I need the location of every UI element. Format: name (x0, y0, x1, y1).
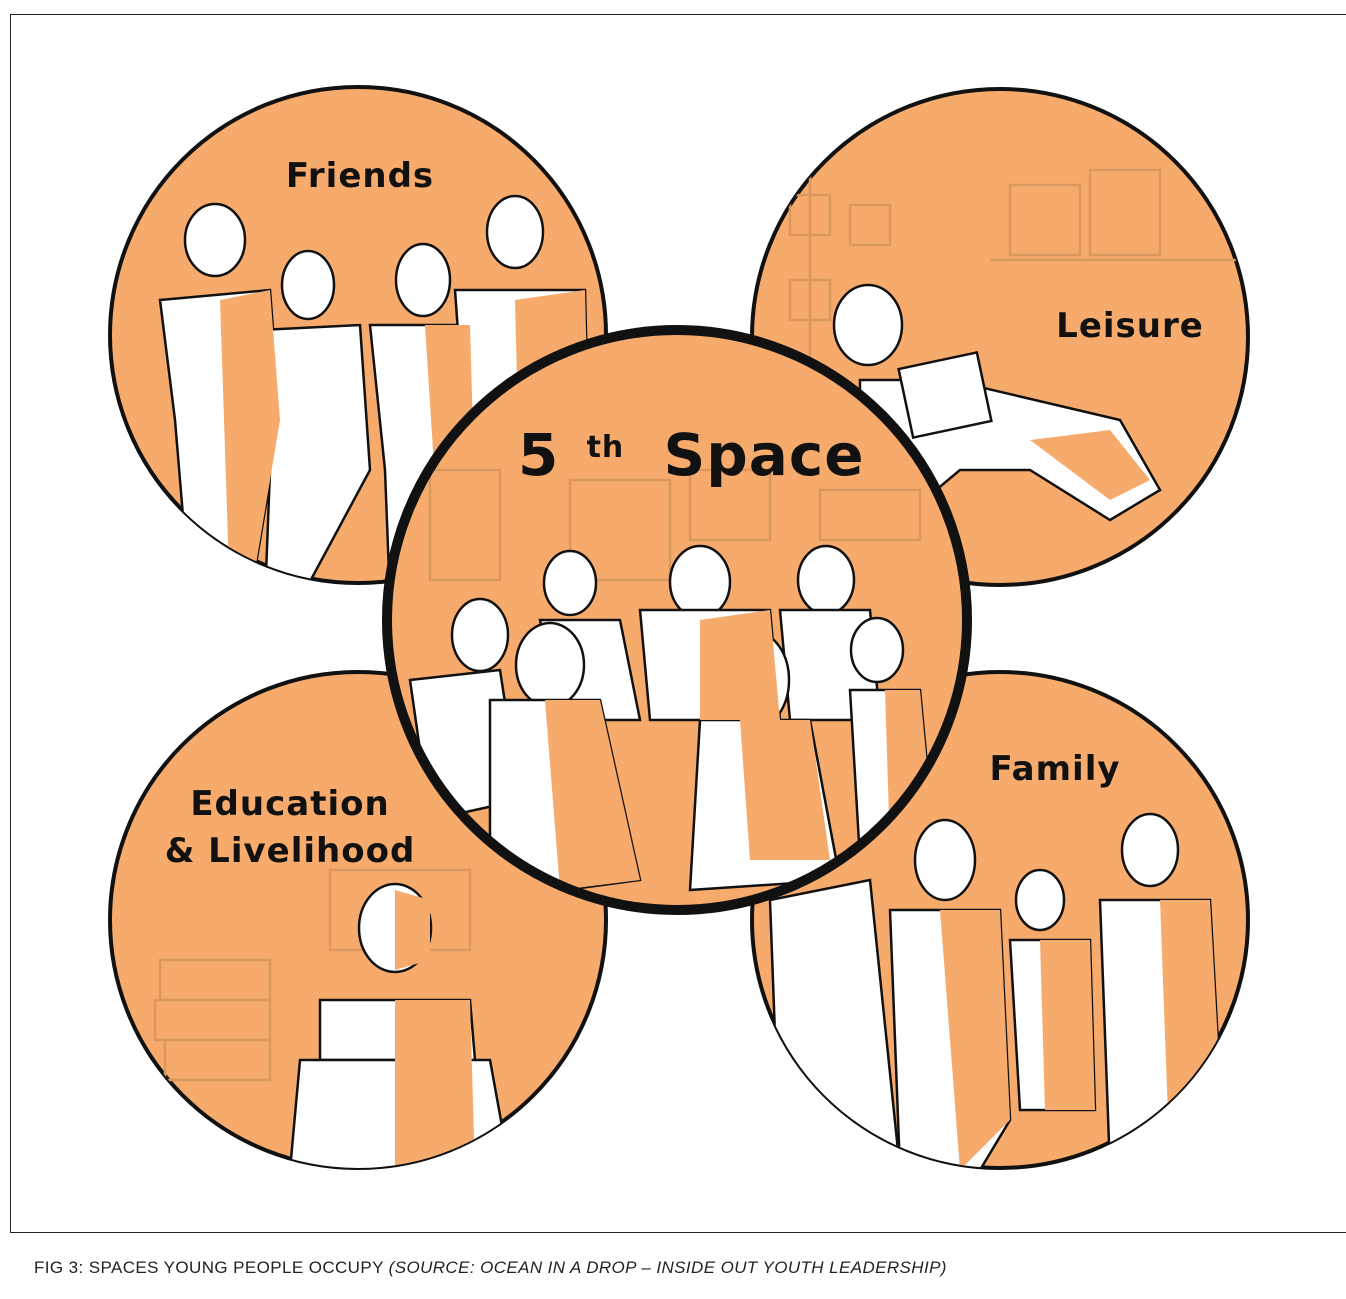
fifth-space-circle: 5 th Space (382, 325, 972, 915)
education-illustration (153, 868, 512, 1168)
figure-caption: FIG 3: SPACES YOUNG PEOPLE OCCUPY (SOURC… (34, 1258, 947, 1278)
education-label-line1: Education (190, 784, 389, 824)
fifth-space-label: 5 th Space (518, 403, 865, 489)
fifth-space-number: 5 (518, 421, 559, 489)
leisure-label: Leisure (1056, 306, 1204, 346)
fifth-space-illustration (408, 468, 937, 902)
fifth-space-sup: th (587, 430, 625, 465)
leisure-circle: Leisure (750, 87, 1250, 587)
family-label: Family (989, 749, 1120, 789)
leisure-illustration (788, 150, 1240, 522)
fifth-space-word: Space (663, 421, 864, 489)
education-label-line2: & Livelihood (165, 831, 416, 871)
figure-frame (10, 14, 1346, 1233)
caption-main: FIG 3: SPACES YOUNG PEOPLE OCCUPY (34, 1258, 389, 1277)
spaces-diagram: Friends Leisure (108, 85, 1250, 1170)
caption-source: (SOURCE: OCEAN IN A DROP – INSIDE OUT YO… (388, 1258, 947, 1277)
friends-label: Friends (286, 156, 434, 196)
